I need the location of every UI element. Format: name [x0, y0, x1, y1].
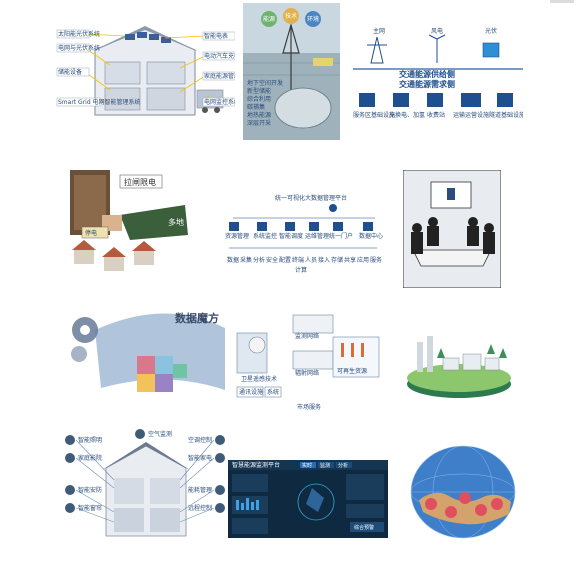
tile-cut-power: 拉闸限电 停电 多地	[60, 165, 190, 280]
monitor-label-5: 系统	[267, 388, 279, 396]
platform-leaf-5: 终端	[292, 256, 304, 264]
platform-leaf-2: 分析	[253, 256, 265, 264]
home-left-3: 智能窗帘	[78, 504, 102, 512]
oil-bubble-0: 能源	[263, 15, 275, 23]
platform-module-1: 系统监控	[253, 232, 277, 240]
tile-smart-home: 智能照明 家庭影院 智能安防 智能窗帘 空气监测 空调控制 智能家电 能耗管理 …	[58, 428, 233, 553]
platform-leaf-12: 计算	[295, 266, 307, 274]
energy-source-1: 风电	[431, 27, 443, 35]
tile-underground-energy: 能源 技术 环境 地下空间开发 新型储能 综合利用 碳捕集 地热能源 深层开采	[243, 3, 340, 140]
energy-consumer-3: 运输运营设施	[453, 111, 489, 119]
tile-transport-energy: 主网 风电 光伏 交通能源供给侧 交通能源需求侧 服务区基础设施 充换电、加氢 …	[353, 25, 523, 125]
platform-module-5: 数据中心	[359, 232, 383, 240]
grid-label-3: 智能电表	[204, 32, 228, 40]
tile-smart-grid-house: 太阳能光伏系统 电网与光伏系统 储能设备 Smart Grid 电网智能管理系统…	[55, 20, 235, 135]
home-top: 空气监测	[148, 430, 172, 438]
platform-module-2: 智能调度	[279, 232, 303, 240]
grid-label-1: 电网与光伏系统	[58, 44, 100, 52]
tile-green-island	[403, 322, 515, 402]
oil-text-2: 综合利用	[247, 95, 271, 103]
tile-globe	[405, 440, 520, 540]
platform-leaf-3: 安全	[266, 256, 278, 264]
home-left-0: 智能照明	[78, 436, 102, 444]
platform-leaf-4: 配置	[279, 257, 291, 264]
oil-text-0: 地下空间开发	[247, 79, 283, 87]
dashboard-tab-1[interactable]: 监测	[320, 462, 330, 469]
platform-leaf-7: 接入	[318, 256, 330, 264]
oil-text-1: 新型储能	[247, 87, 271, 95]
tile-dashboard: 智慧能源监测平台 实时 监测 分析 综合预警	[228, 460, 388, 538]
monitor-label-1: 辐射网络	[295, 369, 319, 377]
cut-power-tag-2: 停电	[85, 229, 97, 237]
energy-banner-top: 交通能源供给侧	[399, 69, 455, 79]
cut-power-tag-1: 拉闸限电	[124, 177, 156, 187]
home-right-2: 能耗管理	[188, 486, 212, 494]
monitor-label-2: 可再生资源	[337, 367, 367, 375]
platform-leaf-8: 存储	[331, 256, 343, 264]
home-right-3: 远程控制	[188, 504, 212, 512]
grid-label-5: 家庭能源管理	[204, 72, 235, 80]
tile-meeting-room	[403, 170, 501, 288]
energy-consumer-1: 充换电、加氢	[389, 111, 425, 119]
platform-leaf-0: 数据	[227, 256, 239, 264]
data-cube-title: 数据魔方	[175, 311, 219, 325]
dashboard-tab-2[interactable]: 分析	[338, 462, 348, 469]
energy-consumer-0: 服务区基础设施	[353, 111, 395, 119]
platform-leaf-6: 人员	[305, 257, 317, 264]
grid-label-6: 电网监控系统	[204, 98, 235, 106]
home-left-2: 智能安防	[78, 486, 102, 494]
oil-text-4: 地热能源	[247, 111, 271, 119]
grid-label-0: 太阳能光伏系统	[58, 30, 100, 38]
top-edge-mark	[550, 0, 574, 3]
dashboard-tab-0[interactable]: 实时	[302, 462, 312, 469]
oil-text-5: 深层开采	[247, 119, 271, 127]
dashboard-button[interactable]: 综合预警	[354, 524, 374, 531]
oil-text-3: 碳捕集	[247, 103, 265, 111]
platform-leaf-9: 共享	[344, 256, 356, 264]
platform-leaf-10: 应用	[357, 256, 369, 264]
platform-module-4: 统一门户	[329, 232, 353, 240]
energy-source-2: 光伏	[485, 27, 497, 35]
platform-module-3: 运维管理	[305, 232, 329, 240]
grid-label-7: Smart Grid 电网智能管理系统	[58, 98, 141, 106]
monitor-label-4: 通讯设施	[239, 388, 263, 396]
platform-leaf-1: 采集	[240, 256, 252, 264]
energy-banner-bottom: 交通能源需求侧	[399, 79, 455, 89]
monitor-label-0: 监测网络	[295, 332, 319, 340]
grid-label-2: 储能设备	[58, 68, 82, 76]
cut-power-tag-3: 多地	[168, 217, 184, 227]
oil-bubble-2: 环境	[307, 15, 319, 23]
grid-label-4: 电动汽车充电	[204, 52, 235, 60]
home-left-1: 家庭影院	[78, 454, 102, 462]
dashboard-title: 智慧能源监测平台	[232, 461, 280, 469]
monitor-label-6: 市场服务	[297, 403, 321, 411]
tile-management-platform: 统一可视化大数据管理平台 资源管理 系统监控 智能调度 运维管理 统一门户 数据…	[225, 192, 385, 277]
home-right-1: 智能家电	[188, 454, 212, 462]
energy-source-0: 主网	[373, 27, 385, 35]
energy-consumer-4: 隧道基础设施	[489, 111, 523, 119]
platform-module-0: 资源管理	[225, 232, 249, 240]
tile-data-cube: 数据魔方	[65, 300, 230, 412]
oil-bubble-1: 技术	[285, 12, 297, 20]
monitor-label-3: 卫星遥感技术	[241, 375, 277, 383]
energy-consumer-2: 收费站	[427, 111, 445, 119]
home-right-0: 空调控制	[188, 436, 212, 444]
tile-monitor-flow: 监测网络 辐射网络 可再生资源 卫星遥感技术 通讯设施 系统 市场服务	[233, 307, 383, 415]
platform-leaf-11: 服务	[370, 256, 382, 264]
platform-title: 统一可视化大数据管理平台	[275, 194, 347, 202]
